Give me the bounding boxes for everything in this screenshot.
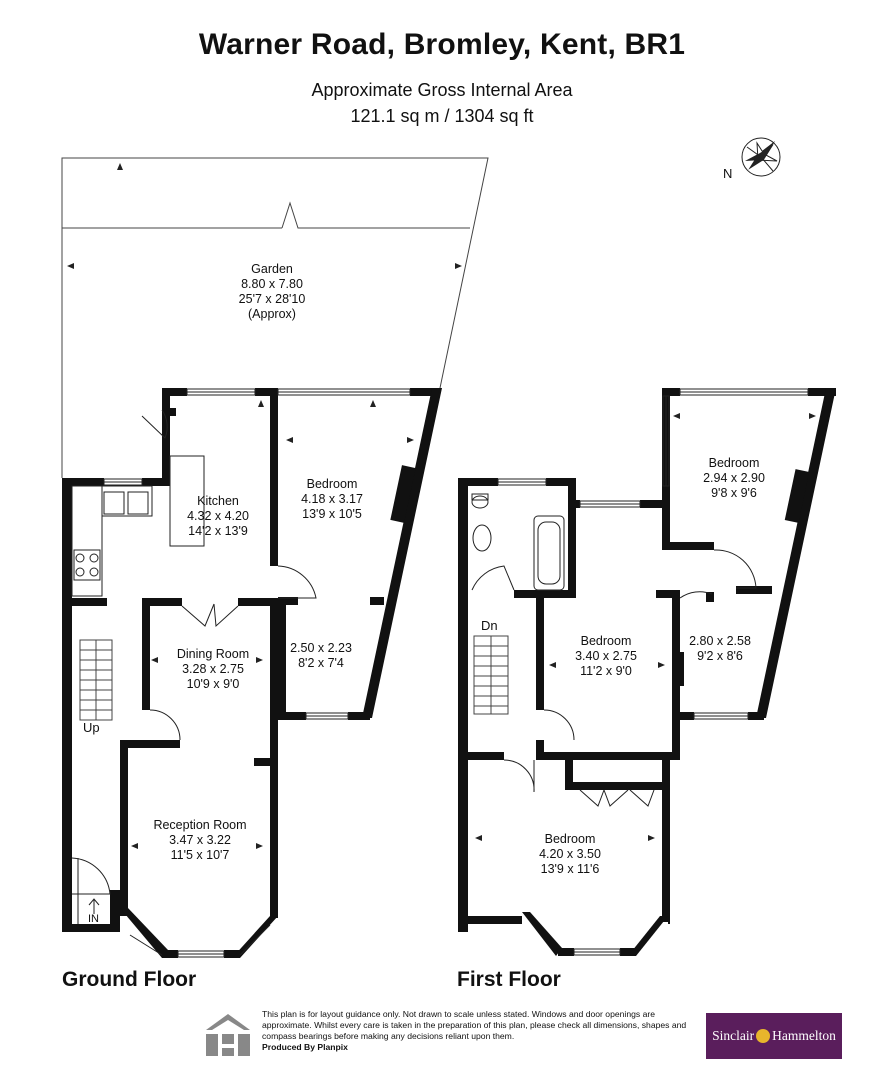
room-label-first-bedroom-middle: Bedroom 3.40 x 2.75 11'2 x 9'0 (575, 634, 637, 679)
room-name: Dining Room (176, 647, 250, 661)
area-value: 121.1 sq m / 1304 sq ft (350, 106, 534, 126)
room-metric: 2.80 x 2.58 (689, 634, 751, 648)
compass-north-label: N (723, 166, 733, 181)
stairs-down-label: Dn (481, 618, 498, 633)
room-name: Bedroom (708, 456, 760, 470)
room-label-first-bedroom-rear: Bedroom 2.94 x 2.90 9'8 x 9'6 (703, 456, 765, 501)
room-imperial: 9'8 x 9'6 (711, 486, 757, 500)
house-icon (756, 1029, 771, 1043)
room-name: Bedroom (580, 634, 632, 648)
room-label-first-bedroom-front: Bedroom 4.20 x 3.50 13'9 x 11'6 (539, 832, 601, 877)
room-label-ground-bedroom: Bedroom 4.18 x 3.17 13'9 x 10'5 (301, 477, 363, 522)
room-name: Garden (251, 262, 293, 276)
first-floor-stairs (473, 635, 509, 715)
room-imperial: 13'9 x 11'6 (540, 862, 600, 876)
room-metric: 8.80 x 7.80 (241, 277, 303, 291)
room-name: Bedroom (544, 832, 596, 846)
room-label-garden: Garden 8.80 x 7.80 25'7 x 28'10 (Approx) (239, 262, 306, 322)
room-metric: 3.47 x 3.22 (169, 833, 231, 847)
garden-outline (61, 157, 489, 478)
dimension-arrows (131, 400, 816, 849)
room-note: (Approx) (248, 307, 296, 321)
entrance-arrow-icon (88, 898, 100, 914)
room-label-reception-room: Reception Room 3.47 x 3.22 11'5 x 10'7 (153, 818, 246, 863)
room-name: Bedroom (306, 477, 358, 491)
disclaimer-body: This plan is for layout guidance only. N… (262, 1009, 687, 1041)
first-floor-doors (471, 549, 757, 807)
room-name: Kitchen (197, 494, 239, 508)
room-metric: 4.32 x 4.20 (187, 509, 249, 523)
ground-floor-doors (71, 409, 317, 924)
disclaimer-text: This plan is for layout guidance only. N… (262, 1009, 692, 1053)
compass-icon (741, 137, 781, 177)
page-title: Warner Road, Bromley, Kent, BR1 (198, 28, 686, 61)
room-imperial: 11'2 x 9'0 (580, 664, 632, 678)
first-floor-heading: First Floor (457, 968, 561, 991)
brand-left: Sinclair (712, 1028, 755, 1043)
planpix-logo-icon (206, 1014, 250, 1056)
first-floor-windows (497, 388, 809, 956)
bathroom-fittings (471, 493, 565, 591)
ground-floor-windows (103, 388, 411, 958)
room-imperial: 11'5 x 10'7 (170, 848, 230, 862)
room-imperial: 14'2 x 13'9 (188, 524, 248, 538)
room-label-dining-room: Dining Room 3.28 x 2.75 10'9 x 9'0 (177, 647, 249, 692)
entrance-label: IN (88, 913, 99, 925)
brand-right: Hammelton (772, 1028, 836, 1043)
produced-by: Produced By Planpix (262, 1042, 348, 1052)
room-metric: 3.40 x 2.75 (575, 649, 637, 663)
ground-floor-stairs (79, 639, 113, 721)
room-metric: 2.94 x 2.90 (703, 471, 765, 485)
room-metric: 2.50 x 2.23 (290, 641, 352, 655)
room-imperial: 25'7 x 28'10 (238, 292, 306, 306)
ground-floor-walls (62, 388, 442, 958)
room-label-kitchen: Kitchen 4.32 x 4.20 14'2 x 13'9 (187, 494, 249, 539)
room-imperial: 9'2 x 8'6 (697, 649, 743, 663)
room-metric: 4.20 x 3.50 (539, 847, 601, 861)
room-metric: 3.28 x 2.75 (182, 662, 244, 676)
room-label-ground-small-room: 2.50 x 2.23 8'2 x 7'4 (290, 641, 352, 671)
room-label-first-small-room: 2.80 x 2.58 9'2 x 8'6 (689, 634, 751, 664)
room-imperial: 10'9 x 9'0 (186, 677, 240, 691)
room-imperial: 13'9 x 10'5 (302, 507, 362, 521)
ground-floor-heading: Ground Floor (62, 968, 197, 991)
garden-arrows (67, 163, 462, 269)
room-metric: 4.18 x 3.17 (301, 492, 363, 506)
agency-logo: Sinclair Hammelton (706, 1013, 842, 1059)
kitchen-fittings (71, 455, 205, 597)
stairs-up-label: Up (83, 720, 100, 735)
first-floor-walls (458, 388, 836, 956)
room-imperial: 8'2 x 7'4 (298, 656, 344, 670)
area-label: Approximate Gross Internal Area (311, 80, 573, 100)
room-name: Reception Room (153, 818, 247, 832)
